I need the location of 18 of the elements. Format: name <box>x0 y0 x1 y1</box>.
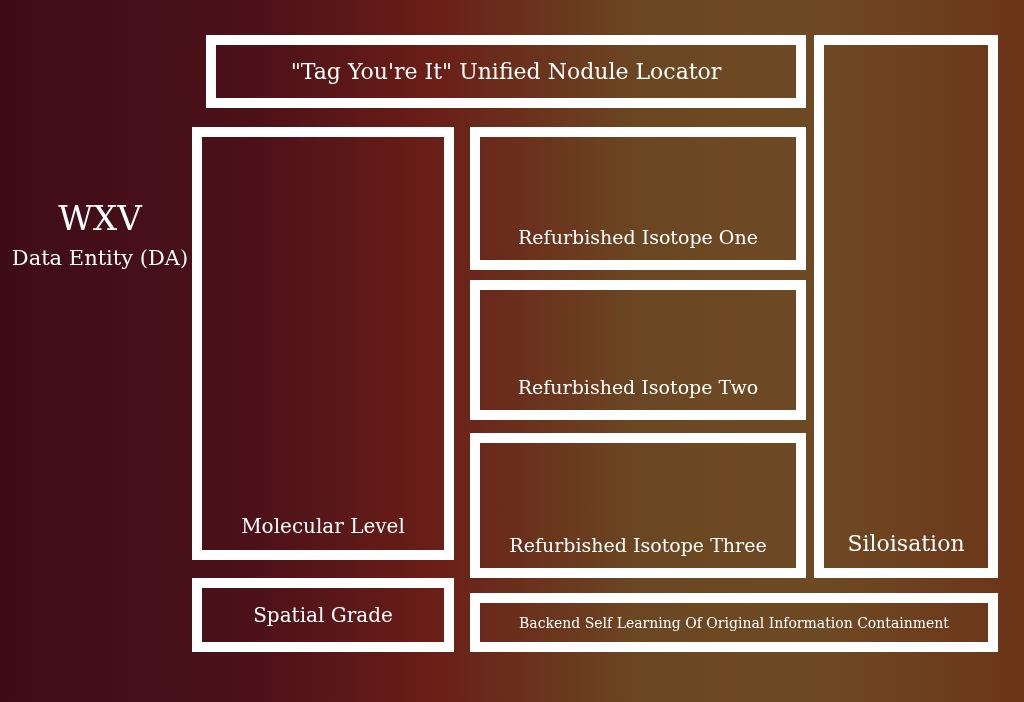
section-title: Siloisation <box>846 531 966 558</box>
diagram-subheading: Data Entity (DA) <box>10 246 190 270</box>
section-title: Refurbished Isotope One <box>517 226 759 250</box>
section-title: Molecular Level <box>240 514 406 540</box>
section-box <box>814 35 998 578</box>
section-box <box>470 280 806 420</box>
section-title: Backend Self Learning Of Original Information Containment <box>518 614 950 631</box>
section-title: Refurbished Isotope Two <box>516 376 760 400</box>
section-title: Spatial Grade <box>252 603 394 627</box>
section-box <box>470 593 998 652</box>
section-title: "Tag You're It" Unified Nodule Locator <box>289 59 723 84</box>
section-box <box>206 35 806 108</box>
section-box <box>470 127 806 270</box>
section-title: Refurbished Isotope Three <box>508 534 768 558</box>
diagram-heading: WXV <box>57 198 144 238</box>
section-box <box>192 127 454 560</box>
section-box <box>470 433 806 578</box>
section-box <box>192 578 454 652</box>
